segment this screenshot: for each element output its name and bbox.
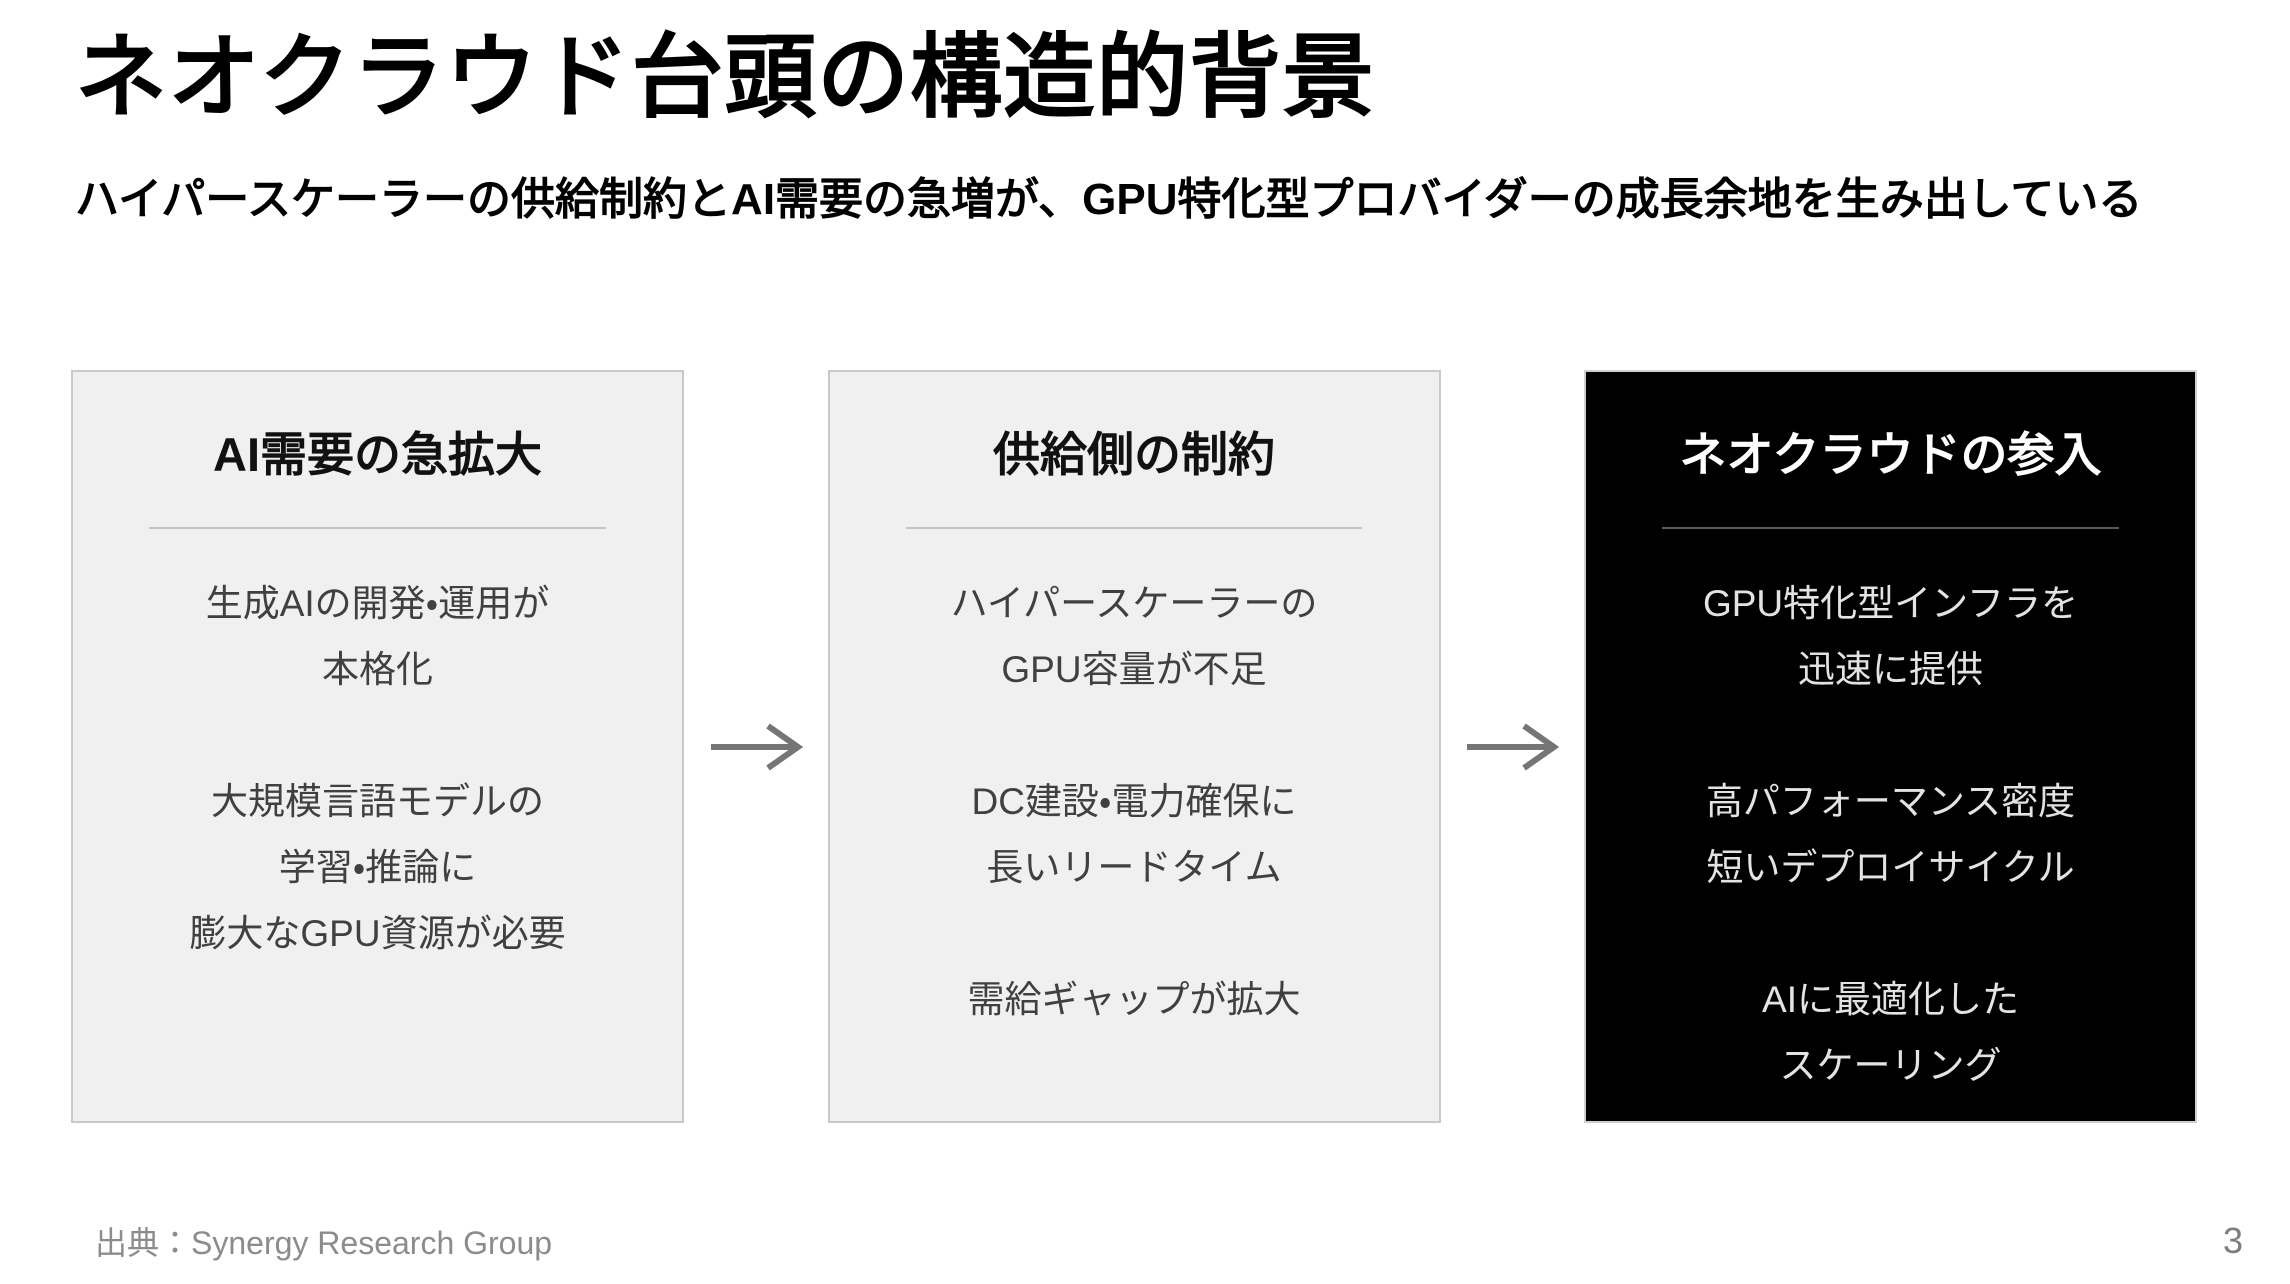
card-paragraph: GPU特化型インフラを 迅速に提供 bbox=[1586, 571, 2195, 703]
flow-diagram: AI需要の急拡大 生成AIの開発・運用が 本格化 大規模言語モデルの 学習・推論… bbox=[71, 370, 2197, 1123]
card-divider bbox=[1662, 527, 2119, 529]
card-divider bbox=[149, 527, 606, 529]
arrow-right-icon bbox=[1467, 723, 1560, 770]
card-line: 長いリードタイム bbox=[986, 847, 1282, 888]
card-paragraph: AIに最適化した スケーリング bbox=[1586, 967, 2195, 1099]
card-body: ハイパースケーラーの GPU容量が不足 DC建設・電力確保に 長いリードタイム … bbox=[830, 571, 1439, 1033]
card-paragraph: 需給ギャップが拡大 bbox=[830, 967, 1439, 1033]
card-line: DC建設・電力確保に bbox=[971, 781, 1297, 822]
page-title: ネオクラウド台頭の構造的背景 bbox=[75, 27, 1376, 129]
card-paragraph: ハイパースケーラーの GPU容量が不足 bbox=[830, 571, 1439, 703]
page-number: 3 bbox=[2222, 1220, 2243, 1261]
card-line: 大規模言語モデルの bbox=[211, 781, 544, 822]
card-line: 本格化 bbox=[322, 649, 433, 690]
card-paragraph: 大規模言語モデルの 学習・推論に 膨大なGPU資源が必要 bbox=[73, 769, 682, 967]
card-line: 学習・推論に bbox=[278, 847, 477, 888]
card-neocloud-entry: ネオクラウドの参入 GPU特化型インフラを 迅速に提供 高パフォーマンス密度 短… bbox=[1584, 370, 2197, 1123]
card-line: 高パフォーマンス密度 bbox=[1705, 781, 2076, 822]
card-body: GPU特化型インフラを 迅速に提供 高パフォーマンス密度 短いデプロイサイクル … bbox=[1586, 571, 2195, 1099]
card-body: 生成AIの開発・運用が 本格化 大規模言語モデルの 学習・推論に 膨大なGPU資… bbox=[73, 571, 682, 967]
card-line: スケーリング bbox=[1779, 1045, 2002, 1086]
page-subtitle: ハイパースケーラーの供給制約とAI需要の急増が、GPU特化型プロバイダーの成長余… bbox=[75, 175, 2143, 224]
card-line: 迅速に提供 bbox=[1798, 649, 1983, 690]
source-note: 出典：Synergy Research Group bbox=[95, 1225, 553, 1261]
card-title: AI需要の急拡大 bbox=[213, 428, 542, 481]
card-line: 生成AIの開発・運用が bbox=[205, 583, 550, 624]
card-line: GPU容量が不足 bbox=[1001, 649, 1267, 690]
card-line: 膨大なGPU資源が必要 bbox=[189, 913, 566, 954]
card-divider bbox=[905, 527, 1363, 529]
card-line: 短いデプロイサイクル bbox=[1706, 847, 2075, 888]
card-ai-demand: AI需要の急拡大 生成AIの開発・運用が 本格化 大規模言語モデルの 学習・推論… bbox=[71, 370, 684, 1123]
card-line: ハイパースケーラーの bbox=[950, 583, 1318, 624]
card-supply-constraints: 供給側の制約 ハイパースケーラーの GPU容量が不足 DC建設・電力確保に 長い… bbox=[827, 370, 1441, 1123]
card-paragraph: 生成AIの開発・運用が 本格化 bbox=[73, 571, 682, 703]
card-title: 供給側の制約 bbox=[993, 428, 1275, 481]
flow-arrow-gap bbox=[1441, 370, 1585, 1123]
card-line: 需給ギャップが拡大 bbox=[967, 979, 1301, 1020]
arrow-right-icon bbox=[710, 723, 803, 770]
card-line: GPU特化型インフラを bbox=[1702, 583, 2079, 624]
card-paragraph: 高パフォーマンス密度 短いデプロイサイクル bbox=[1586, 769, 2195, 901]
card-line: AIに最適化した bbox=[1762, 979, 2019, 1020]
card-paragraph: DC建設・電力確保に 長いリードタイム bbox=[830, 769, 1439, 901]
flow-arrow-gap bbox=[684, 370, 828, 1123]
card-title: ネオクラウドの参入 bbox=[1679, 428, 2102, 481]
